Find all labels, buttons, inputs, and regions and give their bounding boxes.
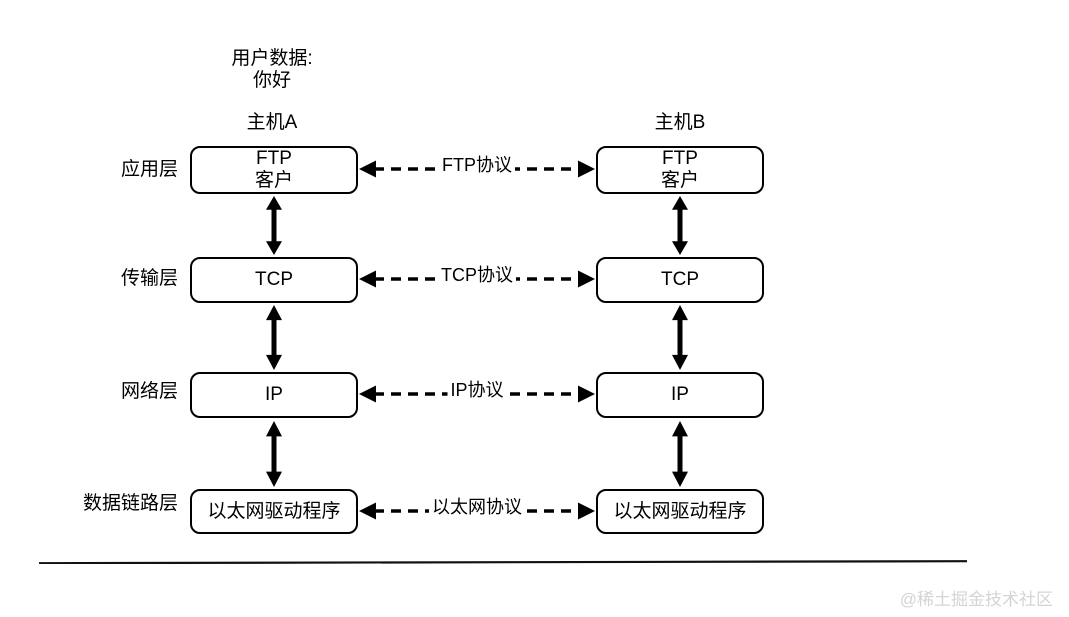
- vertical-double-arrow-icon: [266, 196, 282, 255]
- watermark: @稀土掘金技术社区: [899, 590, 1053, 609]
- protocol-arrow-network: IP协议: [359, 380, 595, 407]
- box-host-b-ethernet-driver: 以太网驱动程序: [596, 489, 764, 534]
- vertical-double-arrow-icon: [672, 305, 688, 370]
- user-data-label: 用户数据: 你好: [231, 48, 313, 91]
- box-host-a-ip: IP: [190, 372, 358, 418]
- layer-label-transport: 传输层: [120, 268, 178, 289]
- vertical-double-arrow-icon: [266, 305, 282, 370]
- box-host-a-tcp: TCP: [190, 257, 358, 303]
- box-host-b-ftp-client: FTP 客户: [596, 146, 764, 194]
- protocol-label-tcp: TCP协议: [438, 265, 516, 285]
- protocol-label-ftp: FTP协议: [439, 155, 515, 175]
- box-host-b-ip: IP: [596, 372, 764, 418]
- physical-link-line: [39, 560, 967, 564]
- box-host-a-ethernet-driver: 以太网驱动程序: [190, 489, 358, 534]
- protocol-arrow-datalink: 以太网协议: [359, 497, 595, 524]
- vertical-double-arrow-icon: [672, 196, 688, 255]
- protocol-arrow-application: FTP协议: [359, 155, 595, 182]
- layer-label-network: 网络层: [120, 381, 178, 402]
- host-a-label: 主机A: [246, 112, 298, 133]
- box-host-a-ftp-client: FTP 客户: [190, 146, 358, 194]
- layer-label-datalink: 数据链路层: [82, 493, 178, 514]
- layer-label-application: 应用层: [120, 159, 178, 180]
- protocol-label-ip: IP协议: [447, 380, 507, 400]
- protocol-label-ethernet: 以太网协议: [429, 497, 525, 517]
- protocol-arrow-transport: TCP协议: [359, 265, 595, 292]
- box-host-b-tcp: TCP: [596, 257, 764, 303]
- vertical-double-arrow-icon: [266, 421, 282, 487]
- vertical-double-arrow-icon: [672, 421, 688, 487]
- host-b-label: 主机B: [654, 112, 706, 133]
